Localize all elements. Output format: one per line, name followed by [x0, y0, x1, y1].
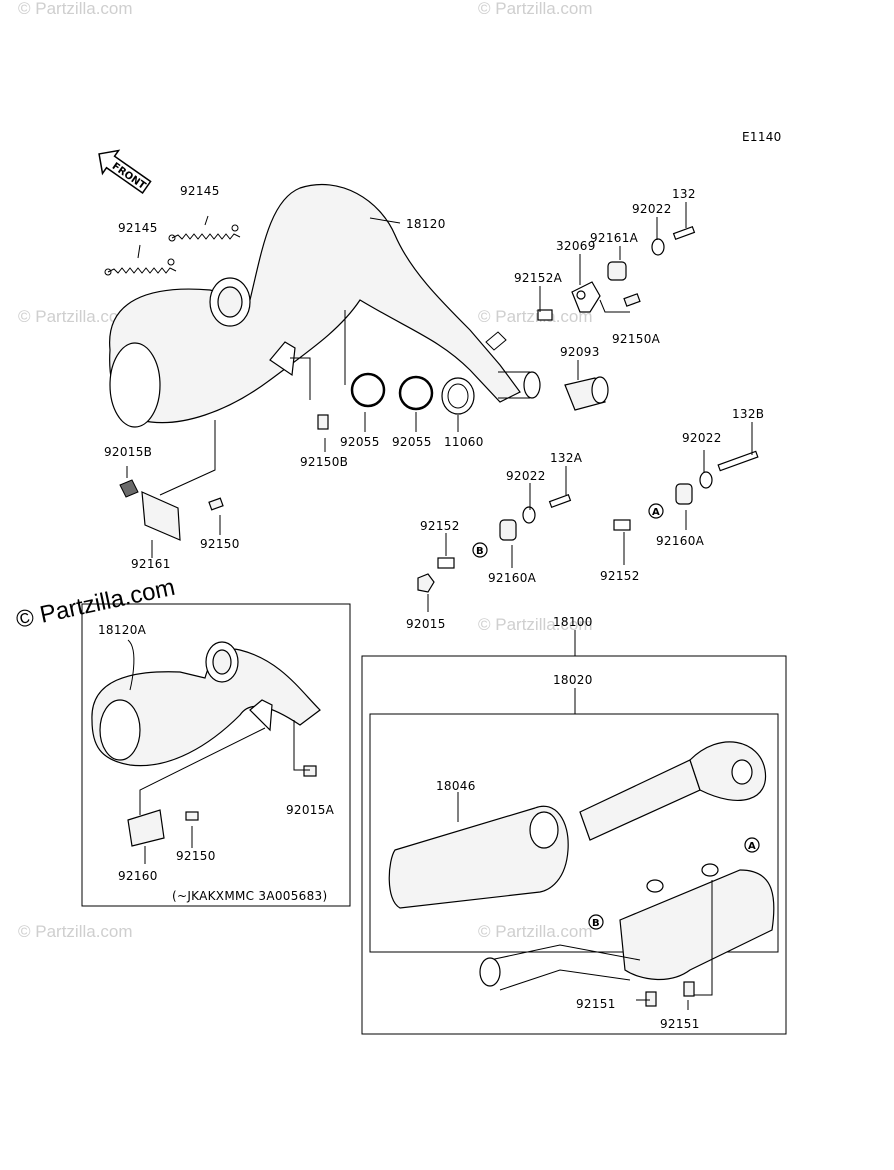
inset-box-18120A	[81, 603, 351, 907]
watermark: © Partzilla.com	[478, 922, 593, 941]
gasket-92055-b	[398, 375, 434, 411]
collar-92152-right	[613, 519, 631, 531]
label-92160A: 92160A	[656, 534, 705, 548]
damper-92160A-left	[499, 519, 517, 541]
diagram-code: E1140	[742, 130, 782, 144]
bracket-32069	[571, 281, 601, 313]
watermark: © Partzilla.com	[478, 0, 593, 18]
label-92161: 92161	[131, 557, 171, 571]
washer-92022-mid	[522, 506, 536, 524]
label-18046: 18046	[436, 779, 476, 793]
watermark: © Partzilla.com	[18, 0, 133, 18]
nut-92015A	[303, 765, 317, 777]
watermark: © Partzilla.com	[478, 307, 593, 326]
svg-text:A: A	[652, 507, 660, 518]
front-arrow-icon: FRONT	[98, 149, 152, 194]
bolt-92150	[208, 497, 224, 511]
gasket-92055-a	[350, 372, 386, 408]
spring-92145-lower	[104, 258, 177, 276]
bolt-92151-left	[645, 991, 657, 1007]
washer-92022-top	[651, 238, 665, 256]
collar-92152A	[537, 309, 553, 321]
label-32069: 32069	[556, 239, 596, 253]
label-92055: 92055	[392, 435, 432, 449]
sleeve-92093	[564, 376, 609, 411]
bracket-92160	[127, 809, 165, 847]
muffler-box-18100	[361, 655, 787, 1035]
watermark: © Partzilla.com	[18, 922, 133, 941]
label-92093: 92093	[560, 345, 600, 359]
label-92150: 92150	[176, 849, 216, 863]
bolt-132	[672, 225, 696, 241]
label-92015: 92015	[406, 617, 446, 631]
label-92150A: 92150A	[612, 332, 661, 346]
nut-92015B	[119, 479, 139, 498]
label-92150B: 92150B	[300, 455, 348, 469]
svg-text:B: B	[476, 546, 484, 557]
label-92152A: 92152A	[514, 271, 563, 285]
bolt-132A	[548, 493, 572, 509]
label-18120A: 18120A	[98, 623, 147, 637]
muffler-body	[479, 863, 775, 991]
collar-92152-left	[437, 557, 455, 569]
svg-text:B: B	[592, 918, 600, 929]
label-18100: 18100	[553, 615, 593, 629]
bolt-92150B	[317, 414, 329, 430]
damper-92161A	[607, 261, 627, 281]
label-92152: 92152	[420, 519, 460, 533]
callout-a-muffler: A	[744, 837, 760, 853]
leader-lines	[126, 202, 753, 1010]
label-132B: 132B	[732, 407, 764, 421]
exhaust-pipe-18120A	[91, 641, 321, 767]
spring-92145-upper	[168, 224, 241, 242]
label-92152: 92152	[600, 569, 640, 583]
label-92015B: 92015B	[104, 445, 152, 459]
bolt-92150-inset	[185, 811, 199, 821]
label-92022: 92022	[506, 469, 546, 483]
watermark: © Partzilla.com	[18, 307, 133, 326]
label-92015A: 92015A	[286, 803, 335, 817]
label-92151: 92151	[660, 1017, 700, 1031]
label-18120: 18120	[406, 217, 446, 231]
label-92150: 92150	[200, 537, 240, 551]
watermark: © Partzilla.com	[478, 615, 593, 634]
muffler-inner-box-18020	[369, 713, 779, 953]
label-18020: 18020	[553, 673, 593, 687]
label-92160: 92160	[118, 869, 158, 883]
label-92145: 92145	[118, 221, 158, 235]
bolt-132B	[717, 450, 759, 472]
inset-note: (~JKAKXMMC 3A005683)	[172, 889, 327, 903]
callout-b-left: B	[472, 542, 488, 558]
callout-a-right: A	[648, 503, 664, 519]
seal-11060	[441, 377, 475, 415]
bracket-92161	[141, 491, 181, 541]
label-11060: 11060	[444, 435, 484, 449]
nut-92015	[417, 573, 435, 593]
label-92145: 92145	[180, 184, 220, 198]
label-92161A: 92161A	[590, 231, 639, 245]
label-92151: 92151	[576, 997, 616, 1011]
part-labels: 92145 92145 18120 132 92022 92161A 32069…	[98, 184, 764, 1031]
washer-92022-right	[699, 471, 713, 489]
label-92160A: 92160A	[488, 571, 537, 585]
packing-18046	[388, 805, 569, 909]
svg-text:A: A	[748, 841, 756, 852]
exhaust-pipe-18120	[109, 183, 541, 428]
label-132: 132	[672, 187, 696, 201]
label-92022: 92022	[632, 202, 672, 216]
bolt-92151-right	[683, 981, 695, 997]
damper-92160A-right	[675, 483, 693, 505]
label-92022: 92022	[682, 431, 722, 445]
inner-pipe-18020	[579, 741, 767, 841]
label-132A: 132A	[550, 451, 583, 465]
bolt-92150A	[623, 293, 641, 307]
callout-b-muffler: B	[588, 914, 604, 930]
label-92055: 92055	[340, 435, 380, 449]
